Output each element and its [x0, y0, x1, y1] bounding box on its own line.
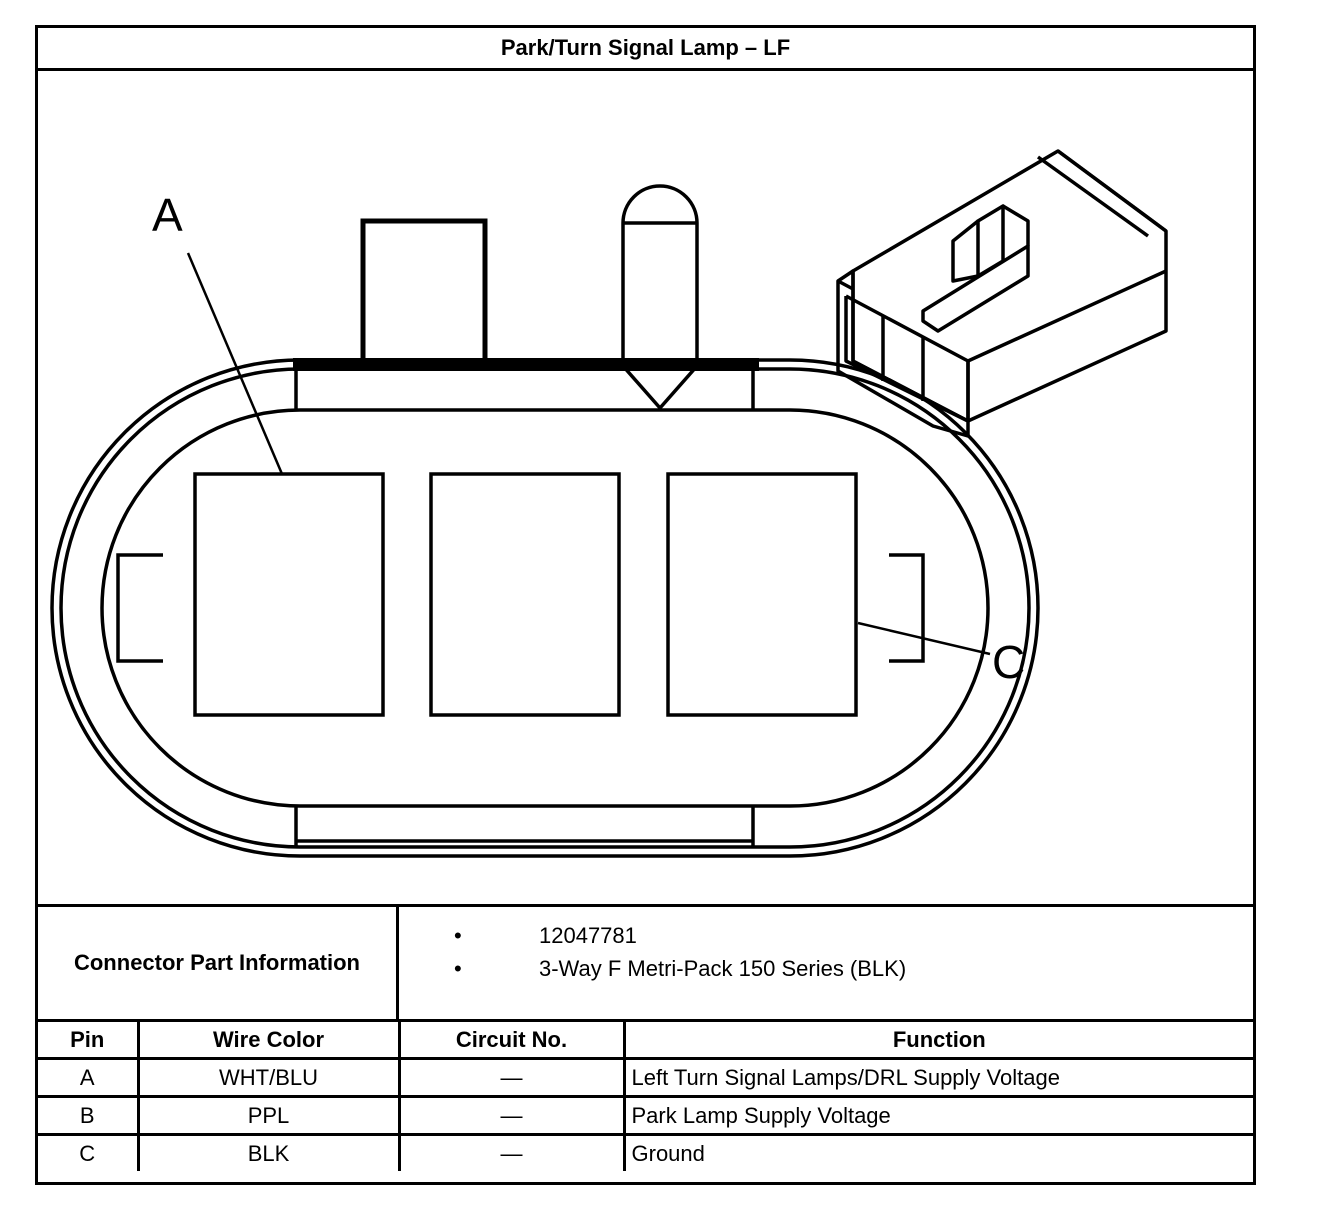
pin-cell: A	[38, 1057, 140, 1098]
bullet-icon: •	[454, 922, 462, 948]
left-latch	[116, 553, 163, 663]
header-function: Function	[622, 1022, 1253, 1060]
table-row: C BLK — Ground	[38, 1133, 1253, 1171]
connector-info-list: • 12047781 • 3-Way F Metri-Pack 150 Seri…	[399, 907, 1253, 1019]
connector-info-item: • 12047781	[399, 919, 1253, 952]
pin-table: Pin Wire Color Circuit No. Function A WH…	[38, 1022, 1253, 1171]
header-wire-color: Wire Color	[136, 1022, 401, 1060]
pin-label-c: C	[992, 636, 1025, 688]
top-seal	[293, 358, 759, 371]
part-number: 12047781	[539, 922, 637, 948]
leader-line-a	[186, 252, 284, 475]
circuit-cell: —	[397, 1057, 626, 1098]
function-cell: Ground	[622, 1133, 1253, 1171]
wire-color-cell: BLK	[136, 1133, 401, 1171]
function-cell: Park Lamp Supply Voltage	[622, 1095, 1253, 1136]
connector-isometric-view	[836, 149, 1168, 438]
table-row: B PPL — Park Lamp Supply Voltage	[38, 1095, 1253, 1136]
wire-color-cell: WHT/BLU	[136, 1057, 401, 1098]
circuit-cell: —	[397, 1095, 626, 1136]
connector-description: 3-Way F Metri-Pack 150 Series (BLK)	[539, 955, 907, 981]
connector-inner-shell	[59, 367, 1031, 849]
pin-label-a: A	[152, 189, 183, 241]
top-key-rect	[360, 218, 488, 369]
function-cell: Left Turn Signal Lamps/DRL Supply Voltag…	[622, 1057, 1253, 1098]
cavity-b	[429, 472, 621, 717]
top-key-tab	[621, 184, 699, 411]
bullet-icon: •	[454, 955, 462, 981]
pin-cell: B	[38, 1095, 140, 1136]
connector-info-item: • 3-Way F Metri-Pack 150 Series (BLK)	[399, 952, 1253, 985]
table-row: A WHT/BLU — Left Turn Signal Lamps/DRL S…	[38, 1057, 1253, 1098]
header-pin: Pin	[38, 1022, 140, 1060]
cavity-a	[193, 472, 385, 717]
connector-info-label: Connector Part Information	[38, 907, 399, 1019]
right-latch	[889, 553, 925, 663]
connector-face	[100, 408, 990, 808]
sheet-title: Park/Turn Signal Lamp – LF	[38, 28, 1253, 71]
pin-cell: C	[38, 1133, 140, 1171]
connector-drawing-svg: A C	[50, 149, 1168, 858]
header-circuit: Circuit No.	[397, 1022, 626, 1060]
connector-outer-shell	[50, 358, 1040, 858]
wire-color-cell: PPL	[136, 1095, 401, 1136]
connector-sheet: Park/Turn Signal Lamp – LF	[35, 25, 1256, 1185]
leader-line-c	[857, 621, 991, 656]
connector-part-info: Connector Part Information • 12047781 • …	[38, 904, 1253, 1022]
circuit-cell: —	[397, 1133, 626, 1171]
cavity-c	[666, 472, 858, 717]
pin-table-header: Pin Wire Color Circuit No. Function	[38, 1022, 1253, 1060]
connector-face-diagram: A C	[38, 71, 1253, 904]
